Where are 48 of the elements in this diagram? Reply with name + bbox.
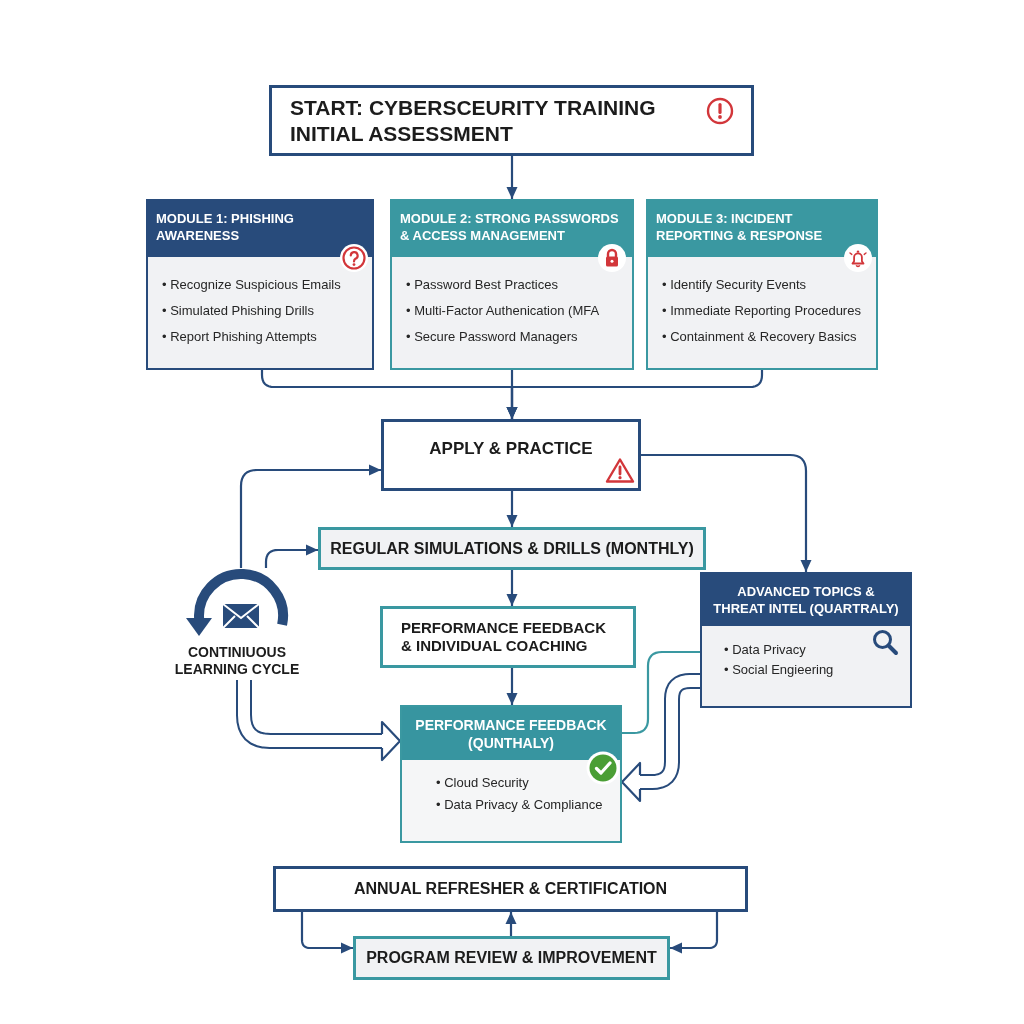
card-heading: MODULE 2: STRONG PASSWORDS & ACCESS MANAGEMENT — [400, 210, 620, 244]
arrow — [506, 668, 518, 705]
topic-item: • Multi-Factor Authenication (MFA — [406, 302, 600, 320]
arrow — [264, 544, 318, 568]
arrow — [670, 912, 719, 954]
process-box — [380, 606, 636, 668]
topic-card — [700, 572, 912, 708]
connector-line — [622, 650, 700, 735]
step-label: START: CYBERSCEURITY TRAINING INITIAL ASSESSMENT — [290, 95, 657, 146]
topic-item: • Secure Password Managers — [406, 328, 578, 346]
step-label: REGULAR SIMULATIONS & DRILLS (MONTHLY) — [330, 538, 694, 559]
arrow — [239, 464, 381, 568]
topic-item: • Immediate Reporting Procedures — [662, 302, 861, 320]
arrow — [506, 570, 518, 606]
process-box — [269, 85, 754, 156]
card-heading: ADVANCED TOPICS & THREAT INTEL (QUARTRALY) — [712, 583, 900, 617]
topic-card — [390, 199, 634, 370]
step-label: PERFORMANCE FEEDBACK & INDIVIDUAL COACHING — [401, 619, 607, 655]
topic-item: • Data Privacy & Compliance — [436, 796, 603, 814]
process-box — [318, 527, 706, 570]
topic-item: • Containment & Recovery Basics — [662, 328, 857, 346]
cycle-label: CONTINIUOUS LEARNING CYCLE — [173, 644, 301, 678]
topic-item: • Identify Security Events — [662, 276, 806, 294]
step-label: PROGRAM REVIEW & IMPROVEMENT — [366, 948, 657, 968]
arrow — [506, 156, 518, 199]
topic-card — [646, 199, 878, 370]
topic-card — [146, 199, 374, 370]
process-box — [273, 866, 748, 912]
topic-item: • Report Phishing Attempts — [162, 328, 317, 346]
topic-card — [400, 705, 622, 843]
topic-item: • Recognize Suspicious Emails — [162, 276, 341, 294]
topic-item: • Social Engieering — [724, 661, 834, 679]
topic-item: • Cloud Security — [436, 774, 529, 792]
topic-item: • Simulated Phishing Drills — [162, 302, 314, 320]
step-label: APPLY & PRACTICE — [429, 439, 593, 460]
process-box — [381, 419, 641, 491]
arrow — [505, 912, 517, 936]
arrow — [506, 370, 764, 419]
topic-item: • Data Privacy — [724, 641, 806, 659]
card-heading: MODULE 3: INCIDENT REPORTING & RESPONSE — [656, 210, 824, 244]
process-box — [353, 936, 670, 980]
topic-item: • Password Best Practices — [406, 276, 558, 294]
arrow — [506, 491, 518, 527]
card-heading: PERFORMANCE FEEDBACK (QUNTHALY) — [414, 715, 608, 752]
arrow — [300, 912, 353, 954]
step-label: ANNUAL REFRESHER & CERTIFICATION — [353, 879, 668, 899]
arrow — [641, 453, 812, 572]
card-heading: MODULE 1: PHISHING AWARENESS — [156, 210, 295, 244]
